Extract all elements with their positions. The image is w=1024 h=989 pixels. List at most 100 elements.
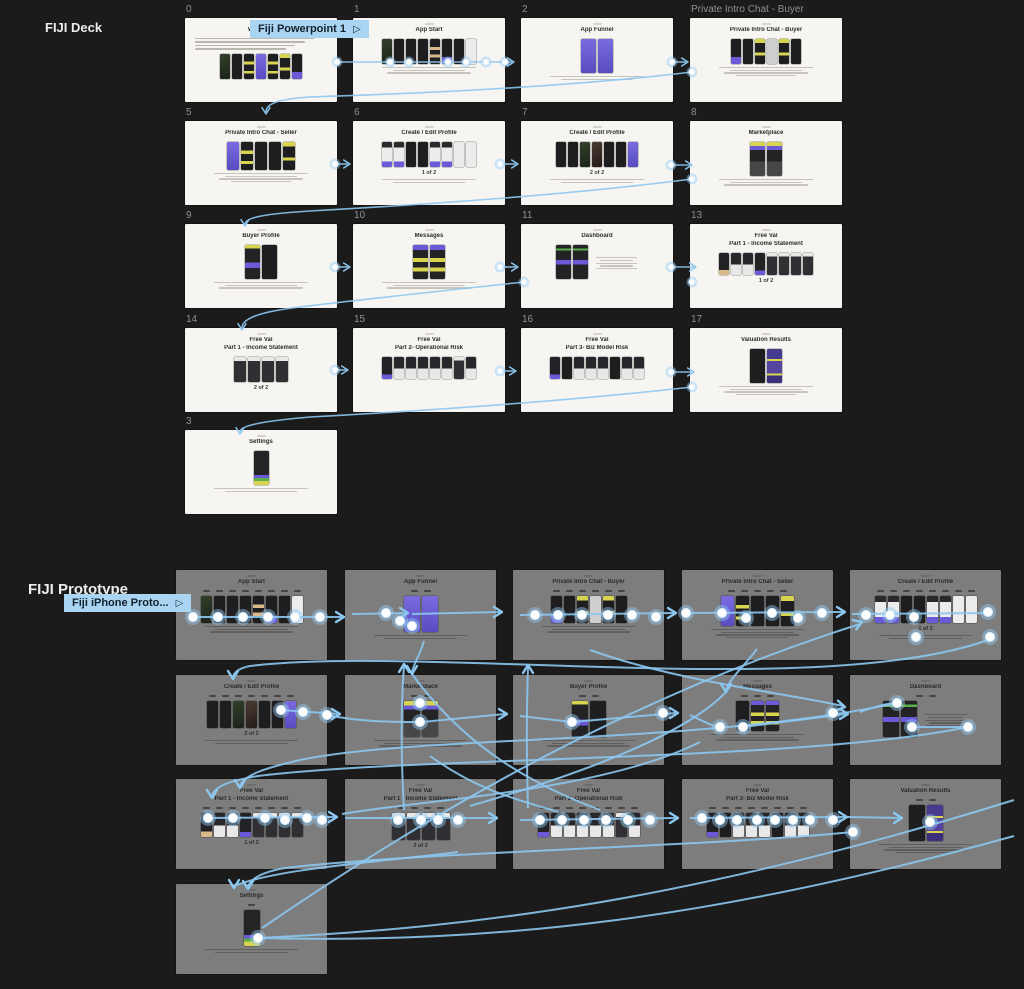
caption-line	[560, 181, 634, 183]
frame-label[interactable]: 14	[186, 314, 198, 325]
prototype-frame[interactable]: Settings	[176, 884, 327, 974]
phone-thumbnail	[403, 595, 420, 632]
phone-thumbnail	[562, 356, 572, 379]
frame-label[interactable]: 3	[186, 416, 192, 427]
play-icon[interactable]: ▷	[353, 23, 361, 35]
slide-title: Create / Edit Profile	[897, 579, 954, 585]
frame-label[interactable]: 5	[186, 107, 192, 118]
slide-logo-mark	[761, 229, 771, 231]
caption-line	[392, 284, 466, 286]
phone-row	[850, 804, 1001, 841]
slide-logo-mark	[592, 333, 602, 335]
phone-thumbnail	[466, 141, 476, 167]
frame-label[interactable]: 10	[354, 210, 366, 221]
caption-lines	[176, 625, 327, 633]
flow-start-label-prototype[interactable]: Fiji iPhone Proto... ▷	[64, 594, 192, 612]
phone-thumbnail	[430, 244, 445, 279]
phone-thumbnail	[732, 812, 744, 837]
frame-label[interactable]: 2	[522, 4, 528, 15]
phone-thumbnail	[766, 700, 779, 731]
frame-label[interactable]: 0	[186, 4, 192, 15]
slide-logo-mark	[247, 784, 256, 786]
prototype-frame[interactable]: Private Intro Chat - Buyer	[513, 570, 664, 660]
frame-label[interactable]: 11	[522, 210, 533, 221]
frame-label[interactable]: 16	[522, 314, 534, 325]
frame-label[interactable]: 8	[691, 107, 697, 118]
phone-row	[176, 595, 327, 623]
frame-label[interactable]: Private Intro Chat - Buyer	[691, 4, 804, 15]
phone-thumbnail	[926, 595, 938, 623]
flow-start-label-powerpoint[interactable]: Fiji Powerpoint 1 ▷	[250, 20, 369, 38]
phone-thumbnail	[706, 812, 718, 837]
connector-dots	[410, 694, 418, 697]
frame-label[interactable]: 9	[186, 210, 192, 221]
connector-dots	[591, 694, 599, 697]
connector-dots	[591, 589, 599, 592]
frame-label[interactable]: 17	[691, 314, 703, 325]
caption-line	[724, 184, 808, 186]
caption-line	[889, 637, 962, 639]
prototype-frame[interactable]: App Start	[176, 570, 327, 660]
phone-row	[345, 812, 496, 840]
prototype-frame[interactable]: Messages	[682, 675, 833, 765]
caption-line	[549, 75, 645, 77]
phone-thumbnail	[418, 356, 428, 379]
frame-label[interactable]: 1	[354, 4, 360, 15]
flow-arrowhead	[342, 159, 351, 169]
caption-lines	[850, 843, 1001, 854]
flow-connection[interactable]	[261, 623, 861, 929]
frame-label[interactable]: 6	[354, 107, 360, 118]
phone-thumbnail	[394, 141, 404, 167]
prototype-frame[interactable]: Buyer Profile	[513, 675, 664, 765]
connector-dots	[741, 694, 748, 697]
caption-lines	[690, 385, 842, 396]
play-icon[interactable]: ▷	[175, 597, 184, 609]
phone-thumbnail	[276, 356, 288, 382]
prototype-frame[interactable]: Marketplace	[345, 675, 496, 765]
phone-thumbnail	[750, 141, 765, 176]
phone-thumbnail	[576, 812, 588, 837]
frame-label[interactable]: 13	[691, 210, 703, 221]
prototype-frame[interactable]: Valuation Results	[850, 779, 1001, 869]
slide-title: Part 3- Biz Model Risk	[565, 344, 629, 351]
caption-line	[595, 262, 638, 264]
phone-row	[682, 595, 833, 626]
caption-line	[215, 628, 288, 630]
slide-logo-mark	[247, 889, 256, 891]
caption-lines	[353, 178, 505, 183]
prototype-frame[interactable]: Private Intro Chat - Seller	[682, 570, 833, 660]
flow-arrowhead	[330, 707, 342, 721]
frame-label[interactable]: 15	[354, 314, 366, 325]
slide-logo-mark	[592, 229, 602, 231]
phone-row	[176, 700, 327, 728]
connector-dots	[235, 694, 242, 697]
prototype-frame[interactable]: Dashboard	[850, 675, 1001, 765]
frame-label[interactable]: 7	[522, 107, 528, 118]
prototype-frame[interactable]: App Funnel	[345, 570, 496, 660]
phone-thumbnail	[598, 356, 608, 379]
connector-dots	[578, 694, 586, 697]
